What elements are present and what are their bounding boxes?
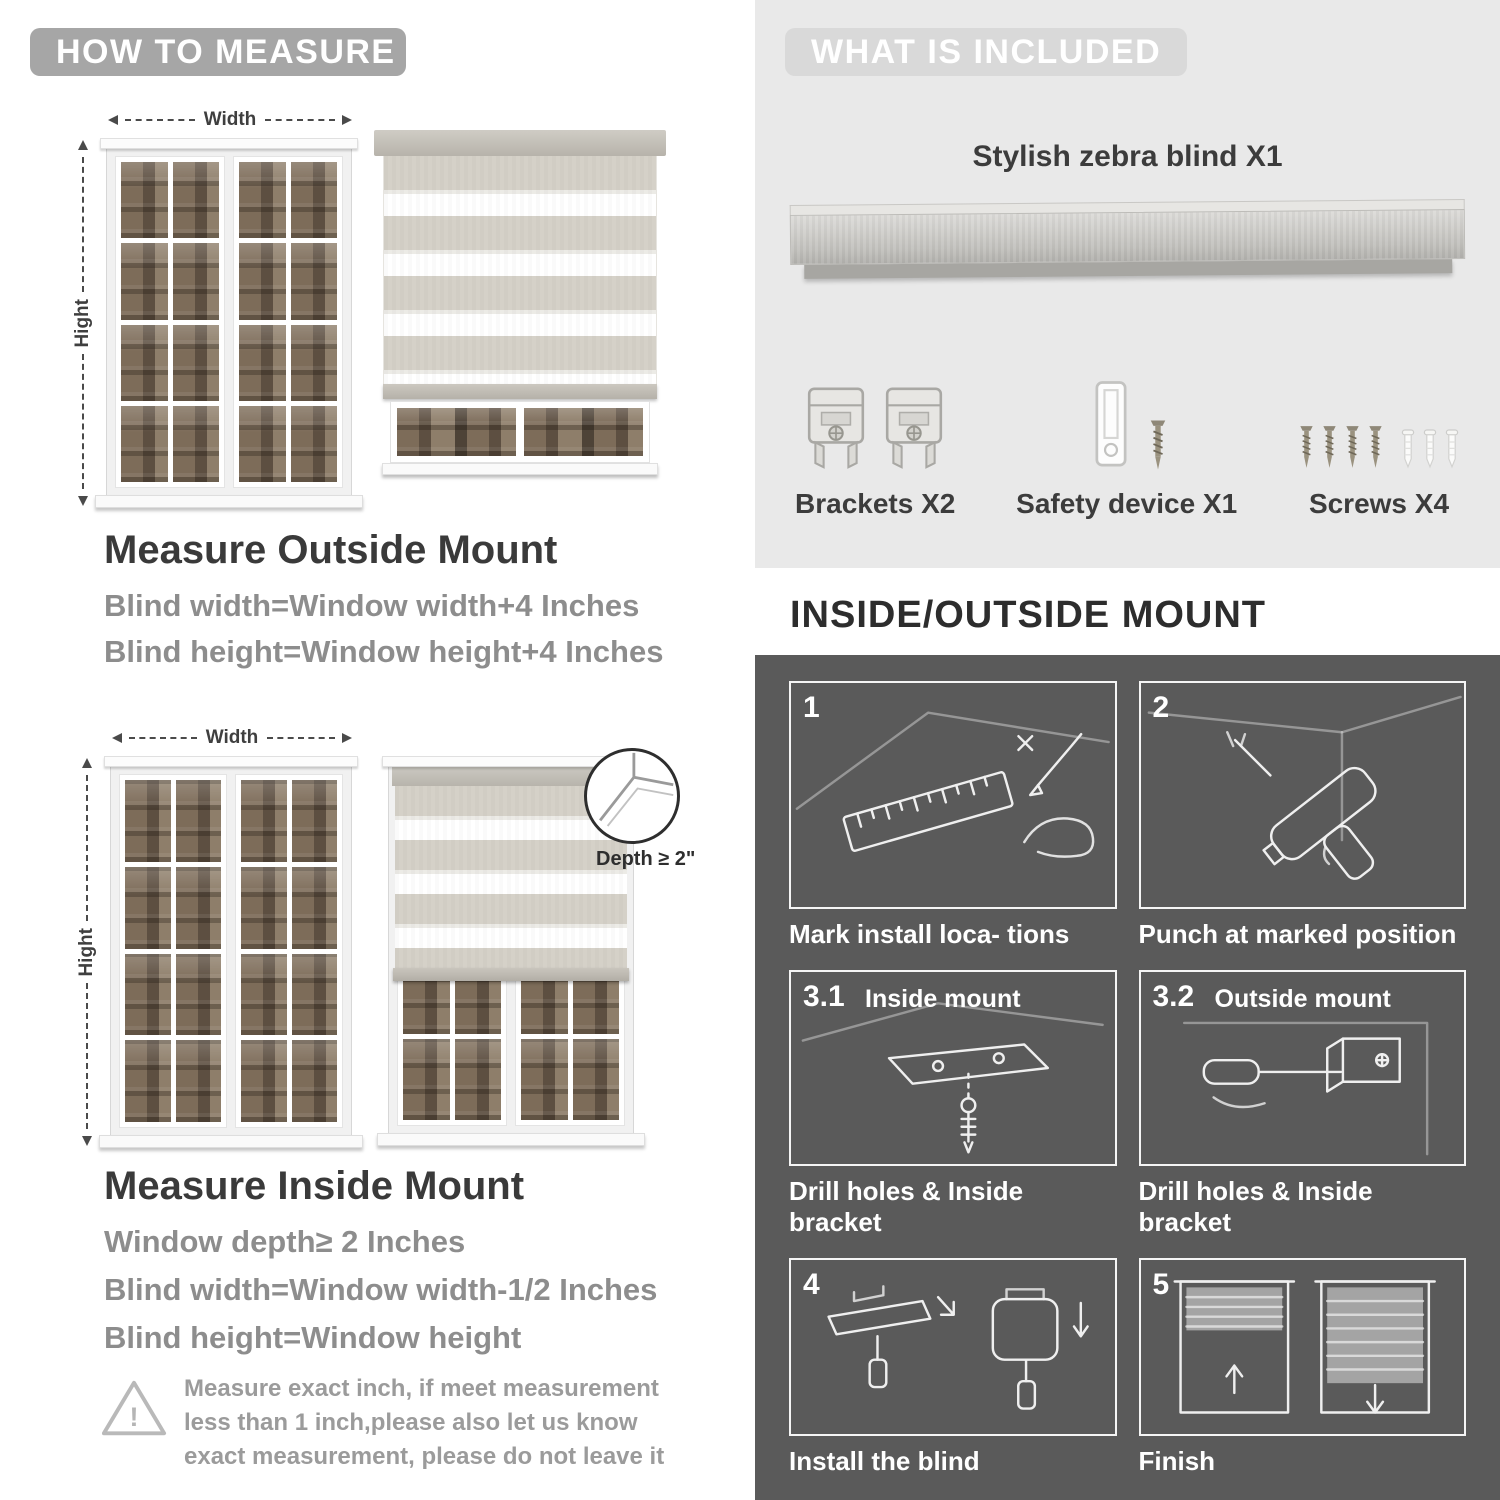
wall-anchor-icon <box>1401 429 1415 469</box>
mount-step-3-2: 3.2 Outside mount Drill holes & In <box>1138 970 1466 1238</box>
zebra-blind-illustration-outside <box>374 130 666 475</box>
depth-callout-circle <box>584 748 680 844</box>
mark-locations-illustration <box>795 711 1110 858</box>
mount-step-5: 5 Finish <box>1138 1258 1466 1477</box>
how-to-measure-banner: HOW TO MEASURE <box>30 28 406 76</box>
screw-icon <box>1346 426 1359 468</box>
step-number: 5 <box>1152 1268 1170 1301</box>
what-is-included-panel: WHAT IS INCLUDED Stylish zebra blind X1 <box>755 0 1500 568</box>
drill-illustration <box>1147 695 1462 880</box>
screws-label: Screws X4 <box>1308 488 1450 519</box>
width-arrow-inside: Width <box>112 727 352 748</box>
inside-mount-line-2: Blind width=Window width-1/2 Inches <box>104 1272 658 1307</box>
screw-icon <box>1150 420 1165 470</box>
height-arrow-outside: Hight <box>72 140 94 507</box>
screw-icon <box>1300 426 1313 468</box>
mount-section-title: INSIDE/OUTSIDE MOUNT <box>790 594 1267 636</box>
safety-device-icon <box>1095 381 1127 467</box>
screw-icon <box>1323 426 1336 468</box>
zebra-blind-illustration-inside <box>377 756 645 1146</box>
blind-bottom-rail <box>393 967 629 981</box>
warning-icon: ! <box>100 1376 168 1440</box>
window-sill <box>95 495 363 508</box>
included-item-safety-device: Safety device X1 <box>1016 330 1237 520</box>
inside-mount-line-1: Window depth≥ 2 Inches <box>104 1224 466 1259</box>
height-label: Hight <box>72 298 93 348</box>
height-label: Hight <box>76 927 97 977</box>
how-to-measure-label: HOW TO MEASURE <box>56 32 396 71</box>
what-is-included-label: WHAT IS INCLUDED <box>811 32 1162 71</box>
inside-bracket-illustration <box>801 1002 1104 1154</box>
outside-mount-line-2: Blind height=Window height+4 Inches <box>104 634 664 669</box>
mount-step-3-1: 3.1 Inside mount Drill <box>789 970 1117 1238</box>
arrow-down-icon <box>82 1136 92 1147</box>
mount-step-2: 2 Punch a <box>1138 681 1466 950</box>
included-item-screws: Screws X4 <box>1298 330 1460 520</box>
window-illustration-inside <box>99 756 363 1148</box>
step-number: 2 <box>1152 691 1170 724</box>
arrow-up-icon <box>82 758 92 768</box>
screw-icon <box>1369 426 1382 468</box>
outside-bracket-illustration <box>1182 1021 1428 1156</box>
height-arrow-inside: Hight <box>76 758 98 1147</box>
finish-illustration <box>1172 1280 1436 1414</box>
mount-step-1: 1 Mark install loca- tions <box>789 681 1117 950</box>
blind-cassette <box>392 766 630 786</box>
blind-bottom-rail <box>383 384 657 399</box>
width-label: Width <box>203 109 257 130</box>
step-tag: Inside mount <box>865 985 1021 1013</box>
inside-mount-title: Measure Inside Mount <box>104 1164 525 1208</box>
step-caption: Drill holes & Inside bracket <box>1138 1176 1373 1237</box>
depth-label: Depth ≥ 2" <box>596 848 696 870</box>
install-blind-illustration <box>827 1285 1089 1410</box>
step-number: 4 <box>803 1268 820 1301</box>
step-number: 1 <box>803 691 820 724</box>
step-caption: Punch at marked position <box>1138 919 1457 949</box>
step-caption: Install the blind <box>789 1446 980 1476</box>
blind-stripes <box>383 156 657 384</box>
safety-device-label: Safety device X1 <box>1016 488 1238 519</box>
blind-cassette <box>374 130 666 156</box>
arrow-down-icon <box>78 496 88 507</box>
arrow-left-icon <box>108 115 118 125</box>
outside-mount-title: Measure Outside Mount <box>104 528 558 572</box>
included-item-brackets: Brackets X2 <box>795 330 955 520</box>
outside-mount-line-1: Blind width=Window width+4 Inches <box>104 588 640 623</box>
included-items-row: Brackets X2 Safety <box>795 330 1460 520</box>
mount-steps-panel: 1 Mark install loca- tions <box>755 655 1500 1500</box>
arrow-right-icon <box>342 733 352 743</box>
what-is-included-banner: WHAT IS INCLUDED <box>785 28 1187 76</box>
width-label: Width <box>205 727 259 748</box>
wall-anchor-icon <box>1445 429 1459 469</box>
blind-cassette-product <box>789 199 1466 279</box>
step-caption: Mark install loca- tions <box>789 919 1070 949</box>
blind-product-label: Stylish zebra blind X1 <box>972 140 1283 173</box>
step-number: 3.1 <box>803 980 845 1013</box>
window-lintel <box>100 138 358 149</box>
arrow-right-icon <box>342 115 352 125</box>
wall-anchor-icon <box>1423 429 1437 469</box>
window-illustration-outside <box>95 138 363 508</box>
step-tag: Outside mount <box>1214 985 1391 1013</box>
arrow-left-icon <box>112 733 122 743</box>
warning-exclamation: ! <box>129 1402 139 1432</box>
brackets-label: Brackets X2 <box>795 488 956 519</box>
step-number: 3.2 <box>1152 980 1195 1013</box>
mount-step-4: 4 Install the blind <box>789 1258 1117 1477</box>
step-caption: Finish <box>1138 1446 1216 1476</box>
window-corner-zoom-icon <box>599 752 674 827</box>
bracket-icon <box>808 387 865 469</box>
inside-mount-line-3: Blind height=Window height <box>104 1320 522 1355</box>
bracket-icon <box>886 387 943 469</box>
step-caption: Drill holes & Inside bracket <box>789 1176 1024 1237</box>
width-arrow-outside: Width <box>108 109 352 130</box>
measure-note: Measure exact inch, if meet measurement … <box>184 1375 665 1471</box>
arrow-up-icon <box>78 140 88 150</box>
